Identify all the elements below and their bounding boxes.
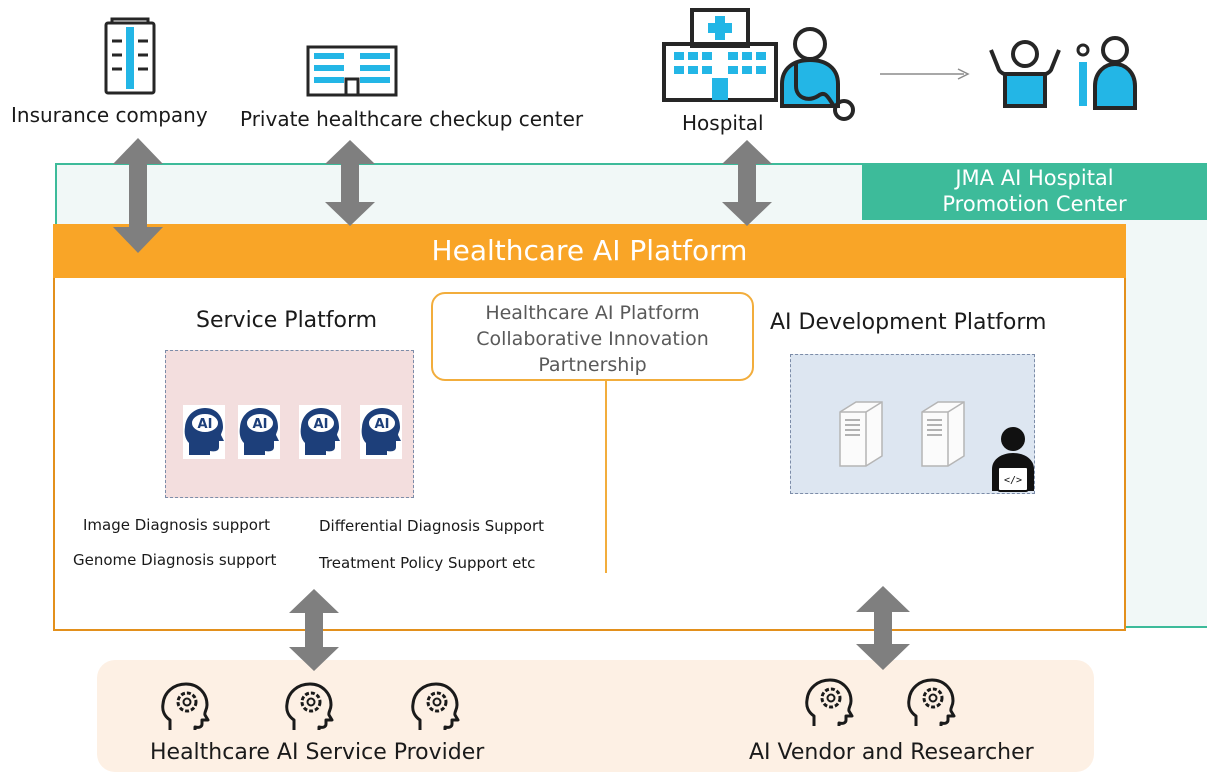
checkup-center-label: Private healthcare checkup center: [240, 107, 584, 131]
ai-badge-text: AI: [314, 417, 329, 432]
hospital-label: Hospital: [682, 111, 764, 135]
service-provider-arrow: [289, 589, 339, 671]
ai-provider-head-icon: [411, 682, 460, 730]
server-icon: [921, 401, 965, 467]
ai-provider-head-icon: [161, 682, 210, 730]
doctor-stethoscope-icon: [780, 27, 855, 121]
ai-provider-head-icon: [285, 682, 334, 730]
family-member-icon: [1076, 36, 1137, 110]
jma-center-line2: Promotion Center: [942, 192, 1127, 216]
ai-head-icon: AI: [360, 405, 402, 459]
ai-head-icon: AI: [238, 405, 280, 459]
ai-vendor-head-icon: [907, 678, 956, 726]
patient-cheering-icon: [989, 40, 1061, 108]
checkup-center-building-icon: [306, 45, 398, 97]
partnership-box: Healthcare AI Platform Collaborative Inn…: [431, 292, 754, 381]
service-genome-diagnosis: Genome Diagnosis support: [73, 551, 277, 569]
partnership-line3: Partnership: [538, 354, 647, 376]
partnership-line2: Collaborative Innovation: [476, 328, 709, 350]
care-flow-arrow: [880, 68, 970, 80]
jma-center-line1: JMA AI Hospital: [955, 166, 1114, 190]
svg-text:</>: </>: [1004, 475, 1022, 486]
ai-vendor-head-icon: [805, 678, 854, 726]
service-treatment-policy: Treatment Policy Support etc: [319, 554, 536, 572]
hospital-building-icon: [662, 8, 778, 102]
service-provider-label: Healthcare AI Service Provider: [150, 740, 485, 765]
service-differential-diagnosis: Differential Diagnosis Support: [319, 517, 545, 535]
ai-head-icon: AI: [299, 405, 341, 459]
hospital-platform-arrow: [722, 140, 772, 226]
ai-badge-text: AI: [198, 417, 213, 432]
provider-band: [97, 660, 1094, 772]
ai-badge-text: AI: [375, 417, 390, 432]
insurance-platform-arrow: [113, 138, 163, 253]
insurance-building-icon: [104, 17, 156, 95]
service-platform-title: Service Platform: [196, 308, 378, 333]
service-image-diagnosis: Image Diagnosis support: [83, 516, 271, 534]
checkup-platform-arrow: [325, 140, 375, 226]
insurance-company-label: Insurance company: [11, 103, 208, 127]
server-icon: [839, 401, 883, 467]
vendor-researcher-label: AI Vendor and Researcher: [749, 740, 1034, 765]
vendor-researcher-arrow: [856, 586, 910, 670]
partnership-divider: [605, 381, 607, 573]
partnership-line1: Healthcare AI Platform: [485, 302, 700, 324]
ai-badge-text: AI: [253, 417, 268, 432]
ai-head-icon: AI: [183, 405, 225, 459]
platform-title: Healthcare AI Platform: [53, 224, 1126, 278]
dev-platform-title: AI Development Platform: [770, 310, 1047, 335]
dev-platform-panel: [790, 354, 1035, 494]
developer-laptop-icon: </>: [992, 427, 1034, 492]
jma-center-label: JMA AI Hospital Promotion Center: [862, 163, 1207, 220]
